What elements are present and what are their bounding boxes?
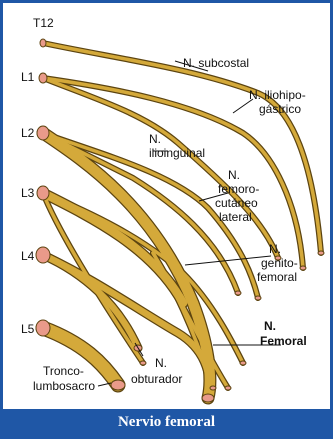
label-femoral-1: N. <box>264 319 276 333</box>
nerve-diagram: T12 L1 L2 L3 L4 L5 N. subcostal N. ilioh… <box>3 3 333 439</box>
root-label-t12: T12 <box>33 16 54 30</box>
ilioinguinal-nerve <box>43 78 278 258</box>
label-iliohipogastrico-1: N. iliohipo- <box>249 88 306 102</box>
label-subcostal: N. subcostal <box>183 56 249 70</box>
label-ilioinguinal-2: ilioinguinal <box>149 146 205 160</box>
label-femorocutaneo-3: cutáneo <box>215 196 258 210</box>
label-genitofemoral-1: N. <box>269 242 281 256</box>
label-iliohipogastrico-2: gástrico <box>259 102 301 116</box>
label-femorocutaneo-2: femoro- <box>218 182 259 196</box>
root-label-l1: L1 <box>21 70 35 84</box>
label-ilioinguinal-1: N. <box>149 132 161 146</box>
root-label-l4: L4 <box>21 249 35 263</box>
label-femorocutaneo-1: N. <box>228 168 240 182</box>
label-obturador-2: obturador <box>131 372 182 386</box>
label-femoral-2: Femoral <box>260 334 307 348</box>
root-label-l3: L3 <box>21 186 35 200</box>
label-obturador-1: N. <box>155 356 167 370</box>
root-label-l2: L2 <box>21 126 35 140</box>
label-genitofemoral-2: genito- <box>261 256 298 270</box>
label-tronco-2: lumbosacro <box>33 379 95 393</box>
label-femorocutaneo-4: lateral <box>219 210 252 224</box>
label-tronco-1: Tronco- <box>43 364 84 378</box>
figure-caption: Nervio femoral <box>3 409 330 436</box>
root-label-l5: L5 <box>21 322 35 336</box>
label-genitofemoral-3: femoral <box>257 270 297 284</box>
